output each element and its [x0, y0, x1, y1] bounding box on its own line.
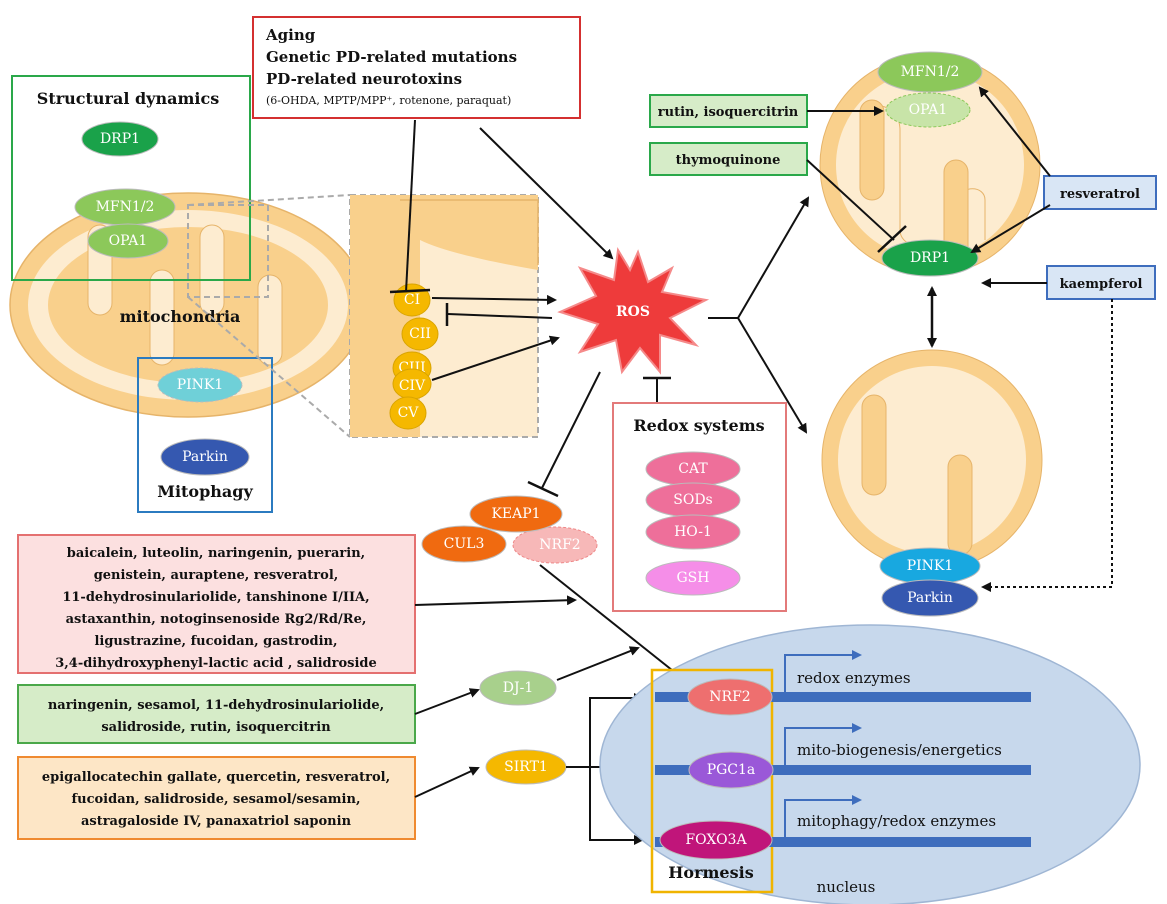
structural-dynamics-title: Structural dynamics — [37, 89, 219, 108]
compounds-green-box — [17, 684, 416, 744]
gsh-pill — [645, 560, 741, 596]
hormesis-title: Hormesis — [668, 863, 753, 882]
cat-label: CAT — [678, 461, 708, 477]
nrf2-label-nucleus: NRF2 — [709, 689, 750, 705]
compounds-orange-line3: astragaloside IV, panaxatriol saponin — [81, 814, 352, 829]
drp1-pill-left — [81, 121, 159, 157]
thymoquinone-box — [649, 142, 808, 176]
dna-line-1 — [655, 692, 1031, 702]
right-bottom-mitochondrion — [821, 349, 1043, 571]
compounds-orange-box — [17, 756, 416, 840]
dj1-pill — [479, 670, 557, 706]
pgc1a-pill — [688, 751, 774, 789]
complex-cii: CII — [409, 326, 431, 342]
resveratrol-label: resveratrol — [1060, 187, 1140, 202]
compounds-orange-line2: fucoidan, salidroside, sesamol/sesamin, — [72, 792, 361, 807]
mfn-label-right: MFN1/2 — [901, 64, 960, 80]
nrf2-label-cyto: NRF2 — [539, 537, 580, 553]
stressor-neurotoxins: PD-related neurotoxins — [266, 70, 462, 88]
keap1-label: KEAP1 — [491, 506, 540, 522]
rutin-label: rutin, isoquercitrin — [658, 105, 799, 120]
ho1-label: HO-1 — [674, 524, 712, 540]
stressor-inhibit-ci — [405, 119, 416, 293]
pink1-label-right: PINK1 — [907, 558, 954, 574]
mitochondria-label: mitochondria — [120, 307, 241, 326]
cul3-pill — [421, 525, 507, 563]
kaempferol-box — [1046, 265, 1156, 300]
opa1-label-left: OPA1 — [109, 233, 148, 249]
output-redox-enzymes: redox enzymes — [797, 669, 911, 687]
compounds-pink-line1: baicalein, luteolin, naringenin, puerari… — [67, 546, 365, 561]
mfn-label-left: MFN1/2 — [96, 199, 155, 215]
nucleus-label: nucleus — [817, 878, 876, 896]
drp1-label-right: DRP1 — [910, 250, 950, 266]
nrf2-pill-nucleus — [687, 678, 773, 716]
compounds-pink-box — [17, 534, 416, 674]
sirt1-label: SIRT1 — [504, 759, 548, 775]
compounds-orange-line1: epigallocatechin gallate, quercetin, res… — [42, 770, 390, 785]
compounds-pink-line6: 3,4-dihydroxyphenyl-lactic acid , salidr… — [55, 656, 377, 671]
output-mitophagy-redox: mitophagy/redox enzymes — [797, 812, 996, 830]
pink1-pill-left — [157, 367, 243, 403]
resveratrol-box — [1043, 175, 1157, 210]
compounds-pink-line4: astaxanthin, notoginsenoside Rg2/Rd/Re, — [66, 612, 367, 627]
opa1-pill-left — [87, 223, 169, 259]
output-mito-biogenesis: mito-biogenesis/energetics — [797, 741, 1002, 759]
compounds-green-line2: salidroside, rutin, isoquercitrin — [101, 720, 331, 735]
complex-civ: CIV — [399, 378, 426, 394]
mitophagy-title: Mitophagy — [157, 482, 253, 501]
parkin-label-left: Parkin — [182, 449, 228, 465]
complex-ci: CI — [404, 292, 420, 308]
left-mitochondrion: mitochondria — [9, 192, 367, 418]
parkin-label-right: Parkin — [907, 590, 953, 606]
structural-dynamics-box — [11, 75, 251, 281]
foxo3a-pill — [659, 820, 773, 860]
compounds-pink-line5: ligustrazine, fucoidan, gastrodin, — [94, 634, 337, 649]
sods-label: SODs — [673, 492, 712, 508]
foxo3a-label: FOXO3A — [685, 832, 747, 848]
compounds-green-line1: naringenin, sesamol, 11-dehydrosinulario… — [48, 698, 384, 713]
mitophagy-box — [137, 357, 273, 513]
pink1-label-left: PINK1 — [177, 377, 224, 393]
dna-line-3 — [655, 837, 1031, 847]
hormesis-box — [650, 668, 774, 894]
stressors-box — [252, 16, 581, 119]
dna-line-2 — [655, 765, 1031, 775]
stressor-aging: Aging — [265, 26, 316, 44]
thymoquinone-label: thymoquinone — [676, 153, 781, 168]
drp1-label-left: DRP1 — [100, 131, 140, 147]
drp1-pill-right — [881, 239, 979, 277]
compounds-pink-line2: genistein, auraptene, resveratrol, — [94, 568, 339, 583]
gsh-label: GSH — [677, 570, 710, 586]
ho1-pill — [645, 514, 741, 550]
dj1-label: DJ-1 — [503, 680, 533, 696]
stressor-genetic: Genetic PD-related mutations — [266, 48, 517, 66]
ros-burst: ROS — [557, 247, 710, 375]
kaempferol-to-parkin — [981, 299, 1113, 592]
redox-systems-title: Redox systems — [633, 416, 764, 435]
ros-label: ROS — [616, 304, 650, 320]
nrf2-pill-cyto — [512, 526, 598, 564]
parkin-pill-left — [160, 438, 250, 476]
complex-cv: CV — [398, 405, 420, 421]
cul3-label: CUL3 — [444, 536, 485, 552]
mfn-pill-right — [877, 51, 983, 93]
stressor-neurotoxin-list: (6-OHDA, MPTP/MPP⁺, rotenone, paraquat) — [266, 94, 511, 107]
opa1-label-right: OPA1 — [909, 102, 948, 118]
keap1-pill — [469, 495, 563, 533]
pgc1a-label: PGC1a — [707, 762, 756, 778]
kaempferol-label: kaempferol — [1060, 277, 1143, 292]
opa1-pill-right — [885, 92, 971, 128]
parkin-pill-right — [881, 579, 979, 617]
stressor-to-ros-arrow — [479, 127, 614, 260]
compounds-pink-line3: 11-dehydrosinulariolide, tanshinone I/II… — [62, 590, 369, 605]
